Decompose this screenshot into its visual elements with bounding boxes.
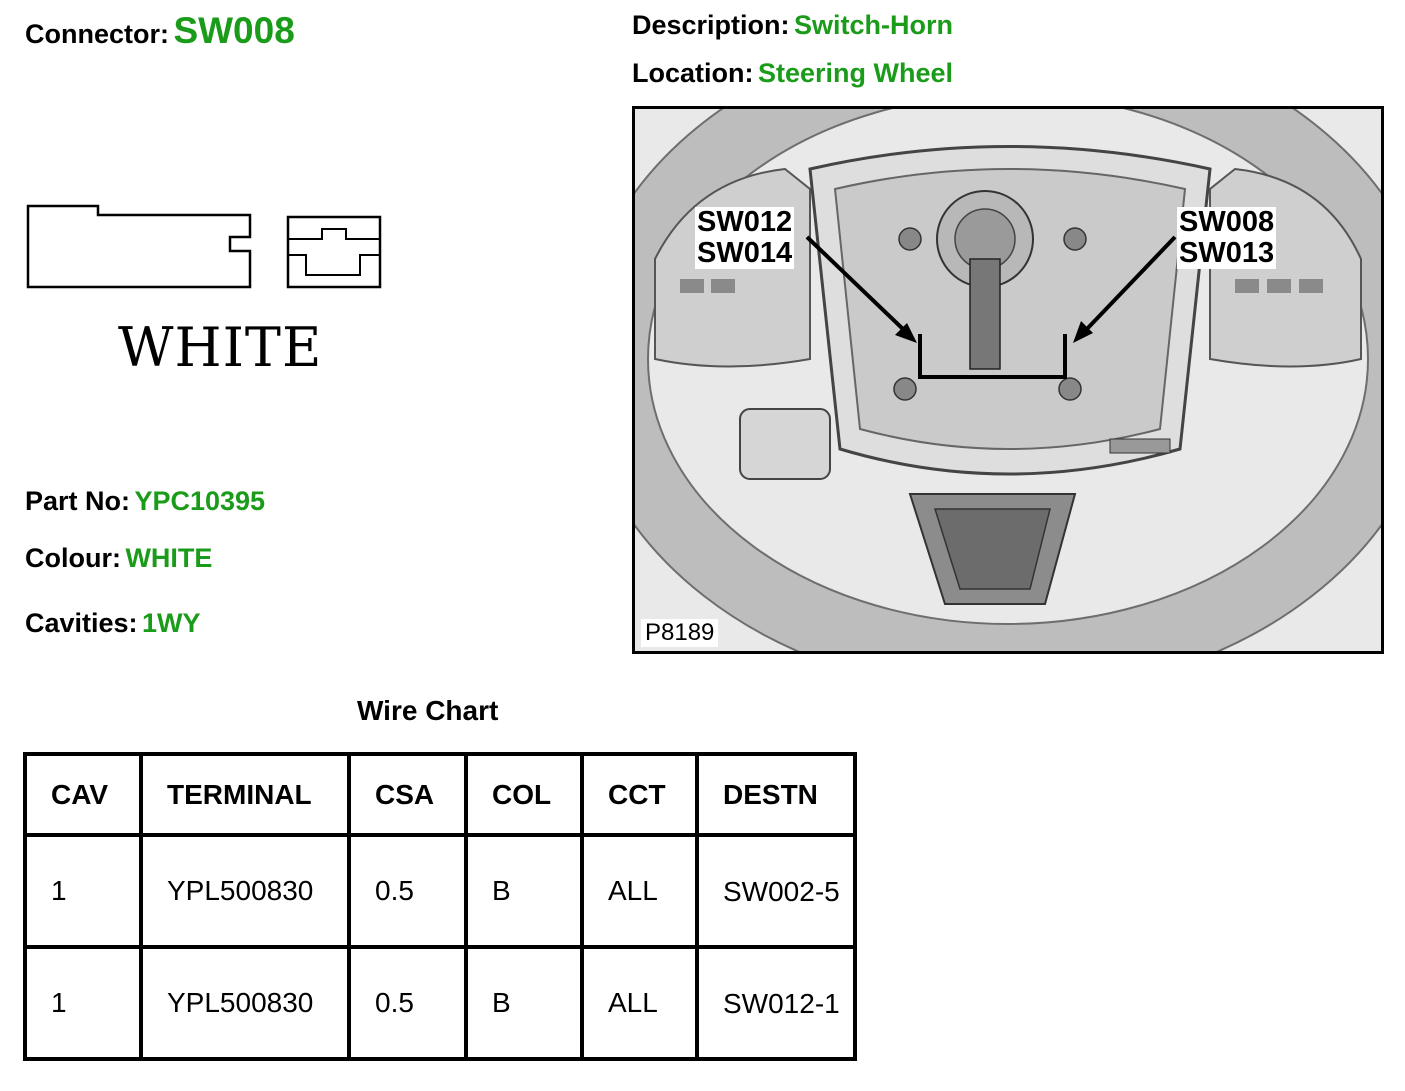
- cell-cav: 1: [23, 945, 143, 1061]
- location-line: Location: Steering Wheel: [632, 58, 953, 89]
- connector-value: SW008: [173, 10, 295, 51]
- cell-cct: ALL: [580, 833, 699, 949]
- cell-cct: ALL: [580, 945, 699, 1061]
- table-row: 1 YPL500830 0.5 B ALL SW012-1: [23, 945, 857, 1061]
- callout-right-line-2: SW013: [1179, 237, 1275, 269]
- table-row: 1 YPL500830 0.5 B ALL SW002-5: [23, 833, 857, 949]
- part-value: YPC10395: [134, 486, 266, 516]
- description-label: Description:: [632, 10, 790, 40]
- callout-left-line-1: SW012: [697, 206, 793, 238]
- figure-id: P8189: [641, 619, 719, 647]
- colour-line: Colour: WHITE: [25, 543, 212, 574]
- connector-face-drawing: [26, 204, 382, 289]
- wire-chart-table: CAV TERMINAL CSA COL CCT DESTN 1 YPL5008…: [23, 752, 857, 1061]
- column-header-terminal: TERMINAL: [139, 752, 351, 837]
- part-label: Part No:: [25, 486, 131, 516]
- steering-wheel-illustration: [635, 109, 1381, 651]
- description-line: Description: Switch-Horn: [632, 10, 953, 41]
- callout-left: SW012 SW014: [695, 206, 795, 269]
- column-header-col: COL: [464, 752, 584, 837]
- column-header-destn: DESTN: [695, 752, 857, 837]
- colour-label: Colour:: [25, 543, 121, 573]
- callout-left-line-2: SW014: [697, 237, 793, 269]
- cell-terminal: YPL500830: [139, 945, 351, 1061]
- cell-csa: 0.5: [347, 833, 468, 949]
- connector-heading: Connector: SW008: [25, 10, 295, 52]
- cavities-value: 1WY: [142, 608, 201, 638]
- cavities-label: Cavities:: [25, 608, 138, 638]
- cavities-line: Cavities: 1WY: [25, 608, 201, 639]
- cell-destn: SW002-5: [695, 833, 857, 949]
- wire-chart-title: Wire Chart: [357, 695, 499, 726]
- cell-destn: SW012-1: [695, 945, 857, 1061]
- callout-right-line-1: SW008: [1179, 206, 1275, 238]
- column-header-csa: CSA: [347, 752, 468, 837]
- callout-right: SW008 SW013: [1177, 206, 1277, 269]
- part-number-line: Part No: YPC10395: [25, 486, 265, 517]
- cell-csa: 0.5: [347, 945, 468, 1061]
- connector-color-text: WHITE: [118, 316, 323, 379]
- cell-terminal: YPL500830: [139, 833, 351, 949]
- location-value: Steering Wheel: [757, 58, 953, 88]
- steering-wheel-image: SW012 SW014 SW008 SW013 P8189: [632, 106, 1384, 654]
- location-label: Location:: [632, 58, 754, 88]
- connector-label: Connector:: [25, 19, 169, 49]
- colour-value: WHITE: [125, 543, 213, 573]
- column-header-cav: CAV: [23, 752, 143, 837]
- cell-col: B: [464, 945, 584, 1061]
- cell-cav: 1: [23, 833, 143, 949]
- column-header-cct: CCT: [580, 752, 699, 837]
- table-header-row: CAV TERMINAL CSA COL CCT DESTN: [23, 752, 857, 837]
- description-value: Switch-Horn: [793, 10, 953, 40]
- cell-col: B: [464, 833, 584, 949]
